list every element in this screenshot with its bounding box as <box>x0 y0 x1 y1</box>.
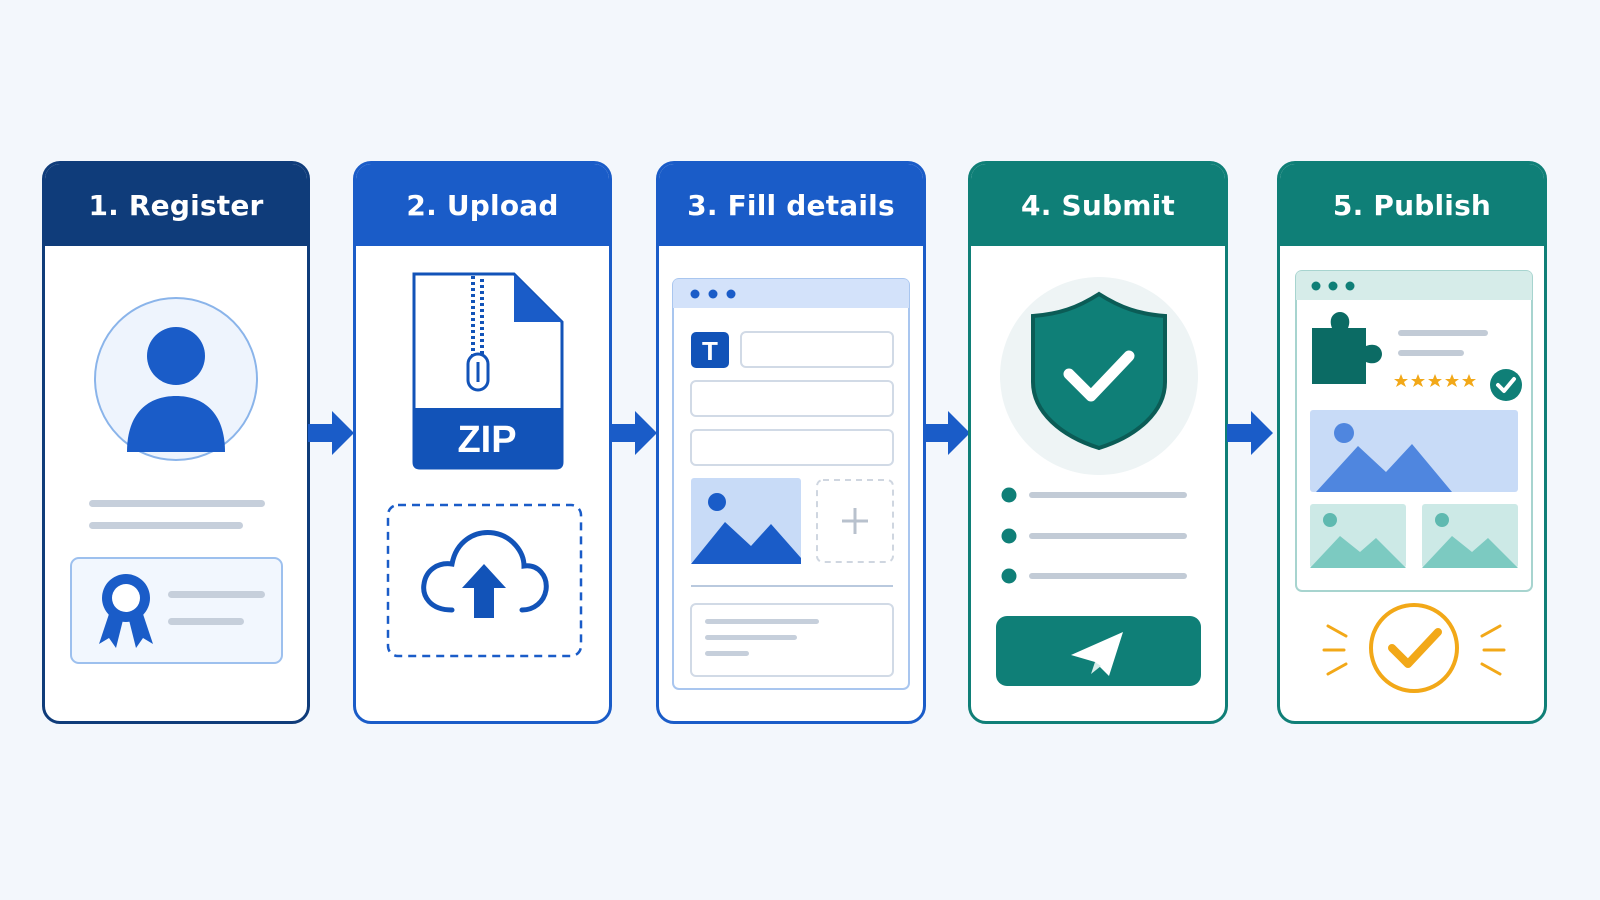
window-dot-icon <box>690 289 700 299</box>
window-dot-icon <box>1345 281 1355 291</box>
step-submit-card: 4. Submit <box>968 161 1228 724</box>
profile-text-lines <box>89 500 265 529</box>
upload-dropzone[interactable] <box>386 503 583 658</box>
step-submit-header: 4. Submit <box>971 164 1225 246</box>
checkmark-icon <box>1063 350 1135 402</box>
step-fill-details-title: 3. Fill details <box>687 188 895 222</box>
description-textarea[interactable] <box>690 603 894 677</box>
text-tool-label: T <box>702 336 718 366</box>
step-upload-card: 2. Upload ZIP <box>353 161 612 724</box>
user-avatar-icon <box>94 297 258 461</box>
text-tool-icon[interactable]: T <box>691 332 729 368</box>
step-upload-header: 2. Upload <box>356 164 609 246</box>
paper-plane-icon <box>1071 632 1123 676</box>
arrow-right-icon <box>1227 411 1273 455</box>
zip-file-label: ZIP <box>457 419 516 461</box>
puzzle-piece-icon <box>1312 312 1382 384</box>
step-fill-details-header: 3. Fill details <box>659 164 923 246</box>
step-publish-title: 5. Publish <box>1332 188 1492 222</box>
sparkle-rays <box>1322 624 1506 676</box>
award-ribbon-icon <box>99 574 153 648</box>
step-publish-card: 5. Publish <box>1277 161 1547 724</box>
image-placeholder-icon <box>691 478 801 564</box>
submit-button[interactable] <box>996 616 1201 686</box>
main-image-icon <box>1310 410 1518 492</box>
step-register-title: 1. Register <box>88 188 264 222</box>
rating-stars-icon <box>1394 374 1476 387</box>
form-field[interactable] <box>690 380 894 417</box>
success-check-icon <box>1322 603 1506 693</box>
arrow-right-icon <box>924 411 970 455</box>
step-upload-title: 2. Upload <box>406 188 559 222</box>
arrow-right-icon <box>611 411 657 455</box>
add-image-button[interactable] <box>816 479 894 563</box>
arrow-right-icon <box>308 411 354 455</box>
checklist <box>1001 487 1187 584</box>
window-dot-icon <box>708 289 718 299</box>
step-register-card: 1. Register <box>42 161 310 724</box>
step-fill-details-card: 3. Fill details T <box>656 161 926 724</box>
thumbnail-image-icon <box>1422 504 1518 568</box>
certificate-card <box>70 557 283 664</box>
window-dot-icon <box>726 289 736 299</box>
zip-file-icon: ZIP <box>412 272 564 470</box>
form-field[interactable] <box>690 429 894 466</box>
name-field[interactable] <box>740 331 894 368</box>
thumbnail-image-icon <box>1310 504 1406 568</box>
verified-badge-icon <box>1490 369 1522 401</box>
security-shield-icon <box>1000 277 1198 475</box>
step-register-header: 1. Register <box>45 164 307 246</box>
step-submit-title: 4. Submit <box>1021 188 1175 222</box>
cloud-upload-icon <box>421 530 549 618</box>
window-dot-icon <box>1311 281 1321 291</box>
step-publish-header: 5. Publish <box>1280 164 1544 246</box>
window-dot-icon <box>1328 281 1338 291</box>
